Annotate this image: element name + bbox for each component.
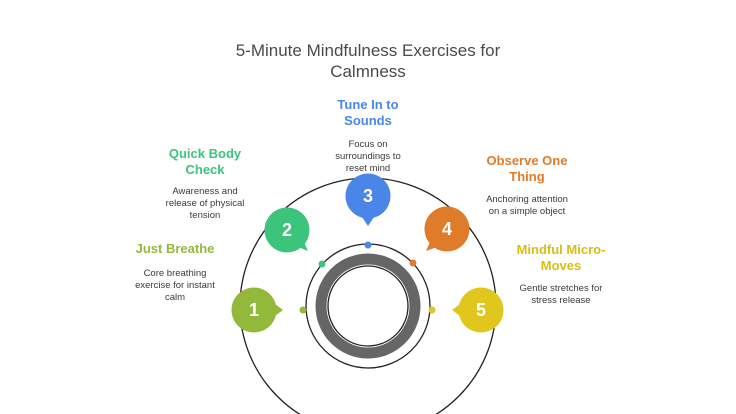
step-3-description: Focus on surroundings to reset mind (318, 139, 418, 175)
step-5-title: Mindful Micro- Moves (505, 242, 617, 274)
step-5-desc-line-1: Gentle stretches for (519, 283, 603, 294)
step-5-dot (428, 306, 436, 314)
step-5-desc-line-2: stress release (531, 295, 591, 306)
step-2-desc-line-3: tension (189, 210, 221, 221)
step-2-marker: 2 (264, 207, 310, 253)
step-4-title: Observe One Thing (472, 153, 582, 185)
diagram-title-line-1: 5-Minute Mindfulness Exercises for (235, 41, 501, 60)
step-1-dot (299, 306, 307, 314)
step-1-desc-line-2: exercise for instant (135, 280, 215, 291)
step-3-number: 3 (363, 186, 373, 206)
step-3-desc-line-1: Focus on (348, 139, 388, 150)
step-2-dot (318, 260, 326, 268)
step-1-title: Just Breathe (120, 241, 230, 257)
step-2-description: Awareness and release of physical tensio… (150, 186, 260, 222)
step-3-title-line-1: Tune In to (337, 97, 399, 112)
step-2-desc-line-2: release of physical (165, 198, 245, 209)
step-4-desc-line-1: Anchoring attention (486, 194, 568, 205)
center-ring-inner-edge (327, 265, 409, 347)
step-5-number: 5 (476, 300, 486, 320)
step-5-description: Gentle stretches for stress release (505, 283, 617, 307)
step-5-title-line-2: Moves (540, 258, 582, 273)
step-3-title: Tune In to Sounds (318, 97, 418, 129)
step-3-dot (364, 241, 372, 249)
step-3-marker: 3 (345, 173, 391, 226)
step-4-dot (409, 259, 417, 267)
center-ring (315, 253, 421, 359)
step-2-number: 2 (282, 220, 292, 240)
step-2-title-line-2: Check (185, 162, 225, 177)
step-2-title: Quick Body Check (150, 146, 260, 178)
step-4-title-line-1: Observe One (486, 153, 568, 168)
step-4-marker: 4 (424, 206, 470, 252)
step-1-desc-line-3: calm (164, 292, 186, 303)
step-2-title-line-1: Quick Body (168, 146, 242, 161)
step-3-desc-line-3: reset mind (345, 163, 391, 174)
step-3-desc-line-2: surroundings to (335, 151, 401, 162)
step-4-title-line-2: Thing (509, 169, 545, 184)
diagram-title-line-2: Calmness (330, 62, 406, 81)
step-3-title-line-2: Sounds (344, 113, 392, 128)
step-2-desc-line-1: Awareness and (172, 186, 238, 197)
step-1-title-line-1: Just Breathe (135, 241, 215, 256)
step-1-desc-line-1: Core breathing (143, 268, 207, 279)
step-5-marker: 5 (452, 287, 504, 333)
step-4-desc-line-2: on a simple object (488, 206, 566, 217)
step-1-number: 1 (249, 300, 259, 320)
step-4-number: 4 (442, 219, 452, 239)
step-5-title-line-1: Mindful Micro- (516, 242, 606, 257)
step-1-description: Core breathing exercise for instant calm (120, 268, 230, 304)
step-1-marker: 1 (231, 287, 283, 333)
step-4-description: Anchoring attention on a simple object (472, 194, 582, 218)
